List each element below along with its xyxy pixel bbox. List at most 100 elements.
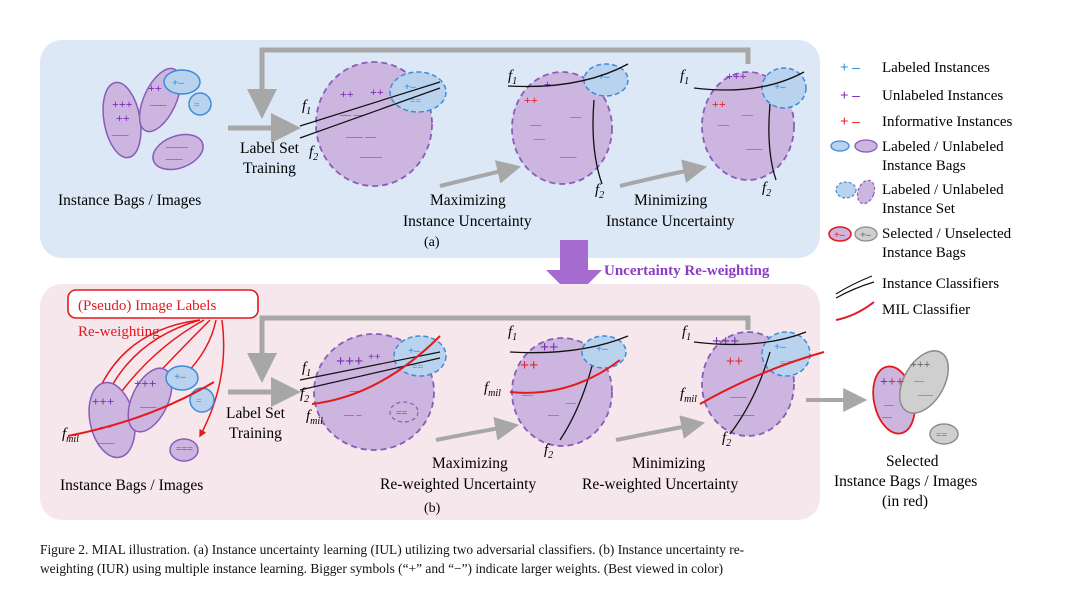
selected-caption-2: Instance Bags / Images: [834, 473, 977, 490]
caption-line-1: Figure 2. MIAL illustration. (a) Instanc…: [40, 542, 745, 557]
svg-text:–––: –––: [917, 390, 934, 401]
svg-text:+++: +++: [112, 97, 133, 111]
legend-text-3b: Instance Bags: [882, 158, 966, 174]
reweighting-label: Uncertainty Re-weighting: [604, 263, 770, 279]
legend-text-6: Instance Classifiers: [882, 276, 999, 292]
svg-text:+–: +–: [774, 81, 786, 93]
svg-text:===: ===: [176, 444, 193, 455]
minimize-arrow-b: [615, 415, 706, 442]
svg-text:–– –: –– –: [343, 410, 363, 421]
instance-set-a3: +++ ++ –– –– ––– +–: [693, 67, 807, 181]
svg-text:–––: –––: [729, 391, 747, 403]
svg-text:++: ++: [370, 85, 384, 99]
f2-label-a2: f2: [595, 182, 604, 201]
f2-label-a3: f2: [762, 180, 771, 199]
legend-text-4a: Labeled / Unlabeled: [882, 182, 1004, 198]
f2-label-b3: f2: [722, 430, 731, 449]
svg-text:––––: ––––: [733, 410, 755, 421]
svg-text:––: ––: [717, 119, 730, 131]
f2-label-a1: f2: [309, 144, 318, 163]
figure-caption: Figure 2. MIAL illustration. (a) Instanc…: [40, 540, 1050, 578]
f1-label-b2: f1: [508, 324, 517, 343]
svg-text:++: ++: [368, 351, 381, 363]
fmil-label-b3: fmil: [680, 386, 697, 405]
panel-b-maximize-1: Maximizing: [432, 455, 508, 472]
svg-text:––––: ––––: [165, 141, 189, 153]
svg-text:–––: –––: [139, 401, 157, 413]
svg-text:––: ––: [565, 398, 577, 409]
svg-text:+ –: + –: [840, 114, 860, 130]
reweighting-arrow: [546, 240, 602, 298]
svg-text:–––: –––: [559, 151, 577, 163]
loop-arrow-a: [247, 47, 751, 119]
svg-text:–––: –––: [111, 129, 129, 141]
panel-b-bags-caption: Instance Bags / Images: [60, 477, 203, 494]
svg-text:––: ––: [547, 409, 560, 421]
selected-caption-3: (in red): [882, 493, 928, 510]
legend-item-bags: Labeled / Unlabeled Instance Bags: [830, 139, 1004, 174]
legend-text-3a: Labeled / Unlabeled: [882, 139, 1004, 155]
fmil-label-b0: fmil: [62, 426, 79, 445]
panel-a-training-1: Label Set: [240, 140, 300, 157]
f1-label-b3: f1: [682, 324, 691, 343]
reweighting-text: Re-weighting: [78, 324, 160, 340]
instance-set-b1: +++ ++ –– –– – == +– ==: [299, 333, 447, 451]
instance-bags-a: +++ ++ ––– ++ ––– +– = –––– –––: [102, 67, 212, 171]
svg-text:––: ––: [881, 412, 893, 423]
svg-text:+ –: + –: [840, 88, 860, 104]
svg-text:+–: +–: [834, 230, 846, 241]
svg-text:+++: +++: [726, 69, 747, 83]
svg-text:++: ++: [116, 111, 130, 125]
svg-text:+: +: [544, 77, 551, 91]
f2-label-b1: f2: [300, 386, 309, 405]
legend-item-informative: + – Informative Instances: [840, 114, 1013, 130]
svg-text:+: +: [880, 375, 888, 390]
fmil-label-b1: fmil: [306, 408, 323, 427]
svg-text:––: ––: [533, 133, 546, 145]
legend-text-4b: Instance Set: [882, 201, 956, 217]
legend: + – Labeled Instances + – Unlabeled Inst…: [828, 60, 1013, 321]
instance-set-a2: ++ + –– –– –– ––– +–: [507, 63, 629, 185]
svg-text:++: ++: [520, 357, 538, 374]
svg-text:==: ==: [396, 408, 408, 419]
svg-text:+++: +++: [910, 357, 931, 371]
panel-a-minimize-1: Minimizing: [634, 192, 707, 209]
selected-bags: + ++ –– –– +++ –– ––– ==: [872, 350, 959, 445]
svg-text:–––: –––: [97, 437, 115, 449]
panel-b-training-1: Label Set: [226, 405, 286, 422]
svg-text:+–: +–: [774, 341, 786, 353]
svg-text:=: =: [194, 100, 200, 111]
f2-label-b2: f2: [544, 442, 553, 461]
svg-text:+–: +–: [860, 230, 872, 241]
minimize-arrow-a: [619, 159, 708, 188]
svg-text:++: ++: [712, 97, 726, 111]
panel-a-background: [40, 40, 820, 258]
caption-line-2: weighting (IUR) using multiple instance …: [40, 561, 724, 576]
instance-set-b2: ++ ++ –– –– –– +–: [509, 335, 629, 447]
instance-set-a1: ++ ++ –– –– ––– –– –––– +– ==: [299, 61, 447, 187]
svg-text:––: ––: [569, 111, 582, 123]
svg-text:++: ++: [148, 81, 162, 95]
instance-bags-b: +++ –– ––– +++ ––– +– = ===: [67, 365, 215, 462]
maximize-arrow-a: [439, 160, 522, 188]
legend-text-5a: Selected / Unselected: [882, 226, 1012, 242]
panel-b-label: (b): [424, 501, 441, 516]
legend-text-2: Informative Instances: [882, 114, 1013, 130]
svg-text:–––: –––: [745, 143, 763, 155]
legend-item-set: Labeled / Unlabeled Instance Set: [835, 179, 1004, 217]
legend-text-0: Labeled Instances: [882, 60, 990, 76]
svg-text:==: ==: [410, 96, 422, 107]
panel-a-maximize-1: Maximizing: [430, 192, 506, 209]
svg-text:++: ++: [524, 93, 538, 107]
f1-label-a3: f1: [680, 68, 689, 87]
loop-arrow-b: [247, 315, 751, 383]
legend-item-selected: +– +– Selected / Unselected Instance Bag…: [828, 226, 1012, 261]
panel-a-bags-caption: Instance Bags / Images: [58, 192, 201, 209]
f1-label-a2: f1: [508, 68, 517, 87]
svg-text:++: ++: [540, 339, 558, 356]
maximize-arrow-b: [435, 416, 520, 442]
svg-text:++: ++: [888, 375, 904, 390]
svg-text:––––: ––––: [359, 151, 383, 163]
